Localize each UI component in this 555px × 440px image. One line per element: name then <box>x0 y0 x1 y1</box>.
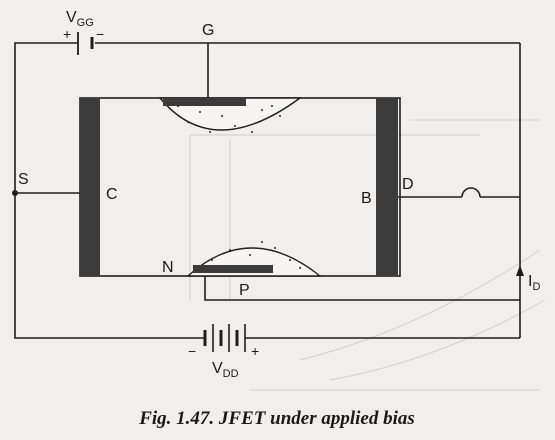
figure-caption: Fig. 1.47. JFET under applied bias <box>138 408 415 429</box>
source-label: S <box>18 171 29 188</box>
id-label: ID <box>528 273 540 293</box>
vgg-battery <box>77 32 94 55</box>
vdd-label: VDD <box>212 360 239 380</box>
background-texture <box>189 119 546 391</box>
channel-left-label: C <box>106 186 118 203</box>
p-region-label: P <box>239 282 250 299</box>
channel-right-label: B <box>361 190 372 207</box>
vgg-minus-label: − <box>96 26 104 42</box>
gate-label: G <box>202 22 214 39</box>
bottom-gate-region <box>186 241 322 277</box>
vdd-plus-label: + <box>251 343 259 359</box>
id-arrow-icon <box>516 265 524 276</box>
n-region-label: N <box>162 259 174 276</box>
drain-contact <box>376 98 398 276</box>
vdd-battery <box>203 324 246 352</box>
source-contact <box>80 98 100 276</box>
source-junction-dot <box>12 190 18 196</box>
top-depletion-dots <box>177 105 281 133</box>
bottom-depletion-dots <box>211 241 301 269</box>
vgg-plus-label: + <box>63 26 71 42</box>
drain-label: D <box>402 176 414 193</box>
vdd-minus-label: − <box>188 343 196 359</box>
vgg-label: VGG <box>66 9 94 29</box>
top-gate-region <box>158 97 303 133</box>
circuit-wires <box>14 42 521 339</box>
